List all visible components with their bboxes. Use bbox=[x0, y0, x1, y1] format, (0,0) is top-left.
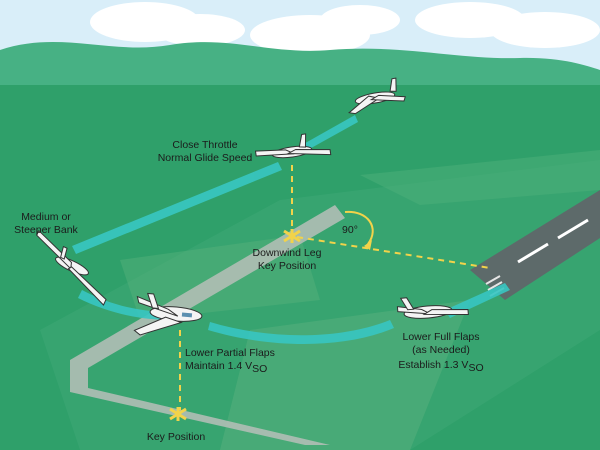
label-lower-partial-flaps: Lower Partial Flaps bbox=[185, 347, 275, 359]
label-medium-or: Medium or bbox=[21, 211, 71, 223]
flight-path bbox=[72, 115, 510, 344]
label-downwind-leg: Downwind Leg bbox=[253, 247, 322, 259]
guide-lines bbox=[179, 165, 491, 410]
airplane-icon bbox=[36, 229, 107, 306]
label-normal-glide: Normal Glide Speed bbox=[158, 152, 253, 164]
airplane-icon bbox=[133, 292, 203, 336]
label-key-position-lower: Key Position bbox=[147, 431, 206, 443]
key-position-marker-icon bbox=[283, 229, 301, 243]
airplane-icon bbox=[396, 297, 469, 319]
label-establish-speed: Establish 1.3 VSO bbox=[398, 359, 483, 374]
airplane-icon bbox=[348, 77, 406, 115]
key-position-marker-icon bbox=[169, 407, 187, 421]
airplane-icon bbox=[254, 133, 332, 159]
label-key-position-upper: Key Position bbox=[258, 260, 317, 272]
runway bbox=[470, 190, 600, 300]
label-lower-full-flaps: Lower Full Flaps bbox=[402, 331, 479, 343]
runway-centerline bbox=[517, 218, 589, 264]
clouds bbox=[90, 2, 600, 55]
label-maintain-speed: Maintain 1.4 VSO bbox=[185, 360, 267, 375]
label-steeper-bank: Steeper Bank bbox=[14, 224, 78, 236]
ground-pattern-track bbox=[70, 205, 345, 445]
label-as-needed: (as Needed) bbox=[412, 344, 470, 356]
label-close-throttle: Close Throttle bbox=[172, 139, 237, 151]
field bbox=[360, 150, 600, 205]
angle-arc-icon bbox=[344, 210, 374, 245]
label-angle: 90° bbox=[342, 224, 358, 236]
angle-arrow-icon bbox=[364, 240, 372, 250]
